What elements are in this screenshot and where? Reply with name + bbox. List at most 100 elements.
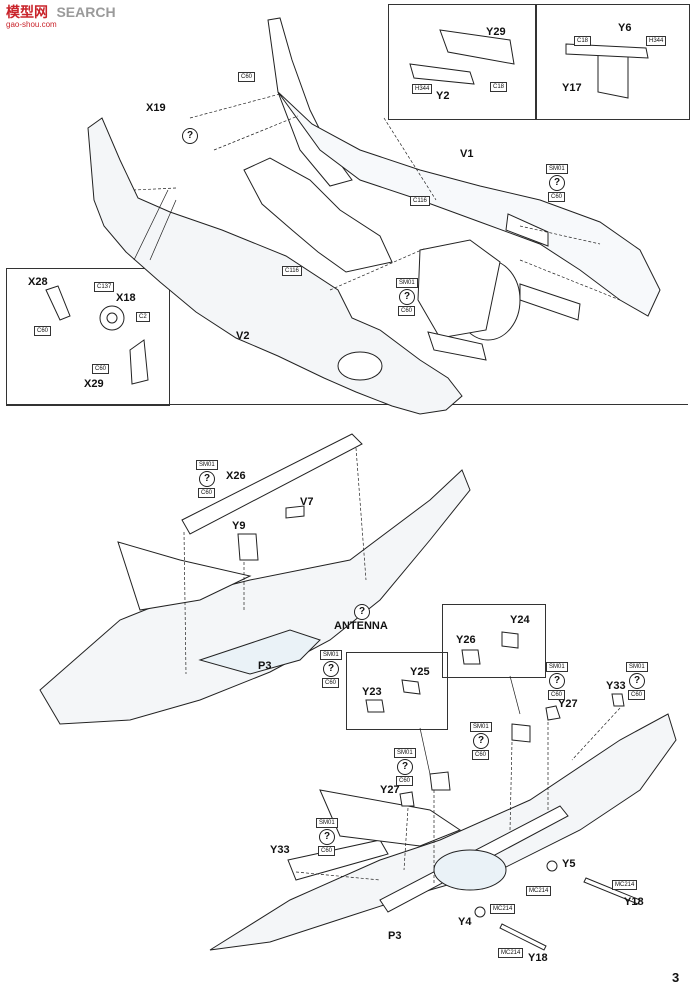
tag-mc214-2: MC214	[612, 880, 638, 890]
tag-c60-x28: C60	[34, 326, 52, 336]
tag-sm01-b4: SM01	[470, 722, 492, 732]
tag-c2: C2	[136, 312, 150, 322]
part-y33b	[611, 693, 625, 707]
part-y2	[409, 63, 475, 85]
tag-c60-mid: C60	[198, 488, 216, 498]
label-antenna: ANTENNA	[334, 620, 388, 632]
tag-sm01-mid: SM01	[196, 460, 218, 470]
part-y27b	[545, 705, 561, 721]
label-y17: Y17	[562, 82, 582, 94]
label-v2: V2	[236, 330, 250, 342]
tag-c60-b1: C60	[322, 678, 340, 688]
label-v7: V7	[300, 496, 314, 508]
inset-y24-y26	[442, 604, 546, 678]
panel-part-2	[519, 283, 581, 321]
label-y27-a: Y27	[380, 784, 400, 796]
tag-c60-a: C60	[548, 192, 566, 202]
fuselage-outline	[87, 117, 463, 415]
label-v1: V1	[460, 148, 474, 160]
paint-icon-b	[399, 289, 415, 305]
label-y26: Y26	[456, 634, 476, 646]
label-y29: Y29	[486, 26, 506, 38]
lower-wing-rear	[319, 789, 462, 847]
exhaust-part	[427, 331, 487, 361]
part-v7	[285, 505, 305, 519]
inset-top-right-left	[388, 4, 537, 120]
paint-icon-a	[549, 175, 565, 191]
label-p3-bot: P3	[388, 930, 402, 942]
label-x19: X19	[146, 102, 166, 114]
tag-c60-x29: C60	[92, 364, 110, 374]
part-y6	[565, 43, 649, 59]
label-x18: X18	[116, 292, 136, 304]
tag-sm01-b1: SM01	[320, 650, 342, 660]
label-y4: Y4	[458, 916, 472, 928]
leg-x29	[129, 339, 149, 385]
upper-wing-inner	[117, 541, 252, 611]
label-y27-b: Y27	[558, 698, 578, 710]
label-x26: X26	[226, 470, 246, 482]
label-y2: Y2	[436, 90, 450, 102]
label-p3-mid: P3	[258, 660, 272, 672]
label-y6: Y6	[618, 22, 632, 34]
paint-icon-b2	[549, 673, 565, 689]
paint-icon-mid	[199, 471, 215, 487]
part-y29	[439, 29, 515, 65]
tag-c60-b4: C60	[472, 750, 490, 760]
tag-sm01-b3: SM01	[626, 662, 648, 672]
tag-c116-a: C116	[410, 196, 430, 206]
tag-sm01-b2: SM01	[546, 662, 568, 672]
label-y33-a: Y33	[270, 844, 290, 856]
tag-h344-b: H344	[646, 36, 667, 46]
watermark-logo: 模型网 SEARCH gao-shou.com	[6, 2, 116, 29]
tag-c60-tail: C60	[238, 72, 256, 82]
label-y25: Y25	[410, 666, 430, 678]
door-x28	[45, 285, 71, 321]
part-x26	[181, 433, 363, 535]
tag-sm01-a: SM01	[546, 164, 568, 174]
antenna-icon	[354, 604, 370, 620]
label-x28: X28	[28, 276, 48, 288]
paint-icon-b3	[629, 673, 645, 689]
label-y9: Y9	[232, 520, 246, 532]
paint-icon-b6	[319, 829, 335, 845]
tag-c116-b: C116	[282, 266, 302, 276]
tag-sm01-b5: SM01	[394, 748, 416, 758]
part-y25	[401, 679, 421, 695]
watermark-search: SEARCH	[56, 4, 116, 20]
watermark-url: gao-shou.com	[6, 20, 57, 29]
tag-c60-b: C60	[398, 306, 416, 316]
watermark-brand: 模型网	[6, 4, 48, 20]
part-y27a	[399, 791, 415, 807]
nose-intake	[337, 351, 383, 381]
label-x29: X29	[84, 378, 104, 390]
label-y24: Y24	[510, 614, 530, 626]
tag-c60-b2: C60	[548, 690, 566, 700]
paint-icon-b1	[323, 661, 339, 677]
part-y24	[501, 631, 519, 649]
section-divider	[6, 404, 688, 405]
tag-c18-b: C18	[574, 36, 592, 46]
tag-c60-b6: C60	[318, 846, 336, 856]
fuselage-half-v1	[277, 91, 661, 317]
label-y23: Y23	[362, 686, 382, 698]
gun-barrel-y18a	[583, 877, 641, 905]
page-number: 3	[672, 970, 680, 985]
tag-mc214-4: MC214	[498, 948, 524, 958]
cockpit-tub	[243, 157, 393, 273]
tag-c60-b3: C60	[628, 690, 646, 700]
wheel-well-low	[433, 849, 507, 891]
label-y33-b: Y33	[606, 680, 626, 692]
tag-c60-b5: C60	[396, 776, 414, 786]
part-y4	[474, 906, 486, 918]
wheel-well-mid	[198, 629, 321, 675]
part-mid-b	[511, 723, 531, 743]
label-y18-a: Y18	[624, 896, 644, 908]
inset-y23-y25	[346, 652, 448, 730]
paint-icon-x19	[182, 128, 198, 144]
paint-icon-b5	[397, 759, 413, 775]
tag-c18-a: C18	[490, 82, 508, 92]
inset-undercarriage	[6, 268, 170, 406]
tag-h344-a: H344	[412, 84, 433, 94]
